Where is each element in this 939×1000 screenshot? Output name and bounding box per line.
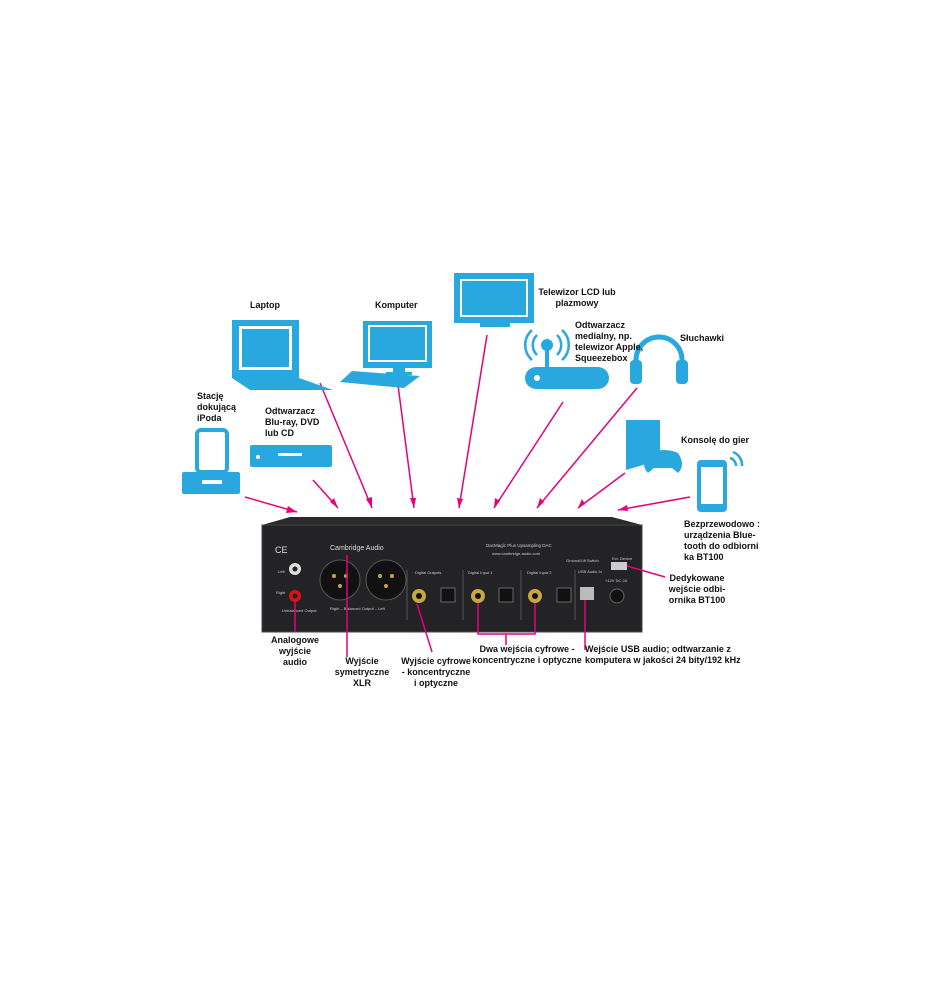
game-console-icon [626,420,682,473]
unbalanced-label: Unbalanced Output [282,608,317,613]
ext-device-label: Ext. Device [612,556,633,561]
digital-input-1-label: Digital Input 1 [468,570,493,575]
xlr-right-connector [319,559,361,601]
arrow-console [577,472,626,509]
usb-a-port [611,562,627,570]
headphones-icon [630,334,688,384]
arrows [244,334,691,513]
arrow-phone [617,496,691,511]
usb-b-port [580,587,594,600]
power-socket [609,588,625,604]
optical-ports [440,587,572,603]
digital-input-2-label: Digital Input 2 [527,570,552,575]
power-label: +12V DC 2A [605,578,628,583]
label-digital-in: Dwa wejścia cyfrowe -koncentryczne i opt… [472,644,582,665]
model-name: DacMagic Plus Upsampling DAC [486,543,553,548]
computer-icon [340,321,432,388]
ground-switch-label: Ground/Lift Switch [566,558,599,563]
brand-logo: Cambridge Audio [330,545,384,552]
dac-device-rear-panel: CE Cambridge Audio DacMagic Plus Upsampl… [261,517,643,633]
balanced-label: Right – Balanced Output – Left [330,606,386,611]
digital-outputs-label: Digital Outputs [415,570,441,575]
ipod-dock-icon [182,428,240,494]
right-label: Right [276,590,286,595]
label-wireless: Bezprzewodowo :urządzenia Blue-tooth do … [684,519,760,562]
arrow-laptop [319,382,373,509]
xlr-left-connector [365,559,407,601]
pointer-lines [294,555,666,657]
label-console: Konsolę do gier [681,435,750,445]
left-label: Left [278,569,286,574]
arrow-media-player [493,401,564,509]
arrow-headphones [536,387,638,509]
tv-icon [454,273,534,327]
usb-in-label: USB Audio In [578,569,602,574]
laptop-icon [232,320,333,390]
media-player-icon [523,329,609,389]
bluray-player-icon [250,445,332,467]
url-text: www.cambridge-audio.com [492,551,541,556]
ce-mark: CE [275,545,288,555]
label-headphones: Słuchawki [680,333,724,343]
smartphone-icon [697,450,744,512]
arrow-computer [397,384,415,509]
label-laptop: Laptop [250,300,280,310]
arrow-tv [458,334,488,509]
label-computer: Komputer [375,300,418,310]
